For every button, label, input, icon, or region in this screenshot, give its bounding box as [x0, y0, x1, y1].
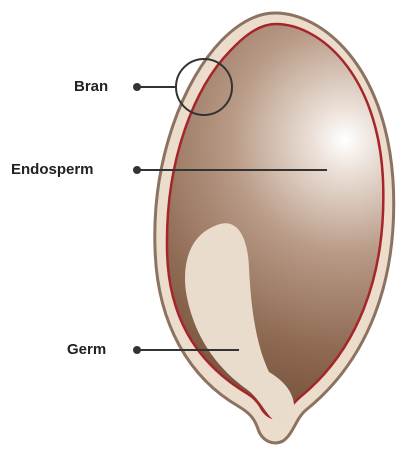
label-bran: Bran [74, 78, 108, 96]
leader-bran [133, 83, 176, 91]
label-germ: Germ [67, 341, 106, 359]
label-endosperm: Endosperm [11, 161, 94, 179]
